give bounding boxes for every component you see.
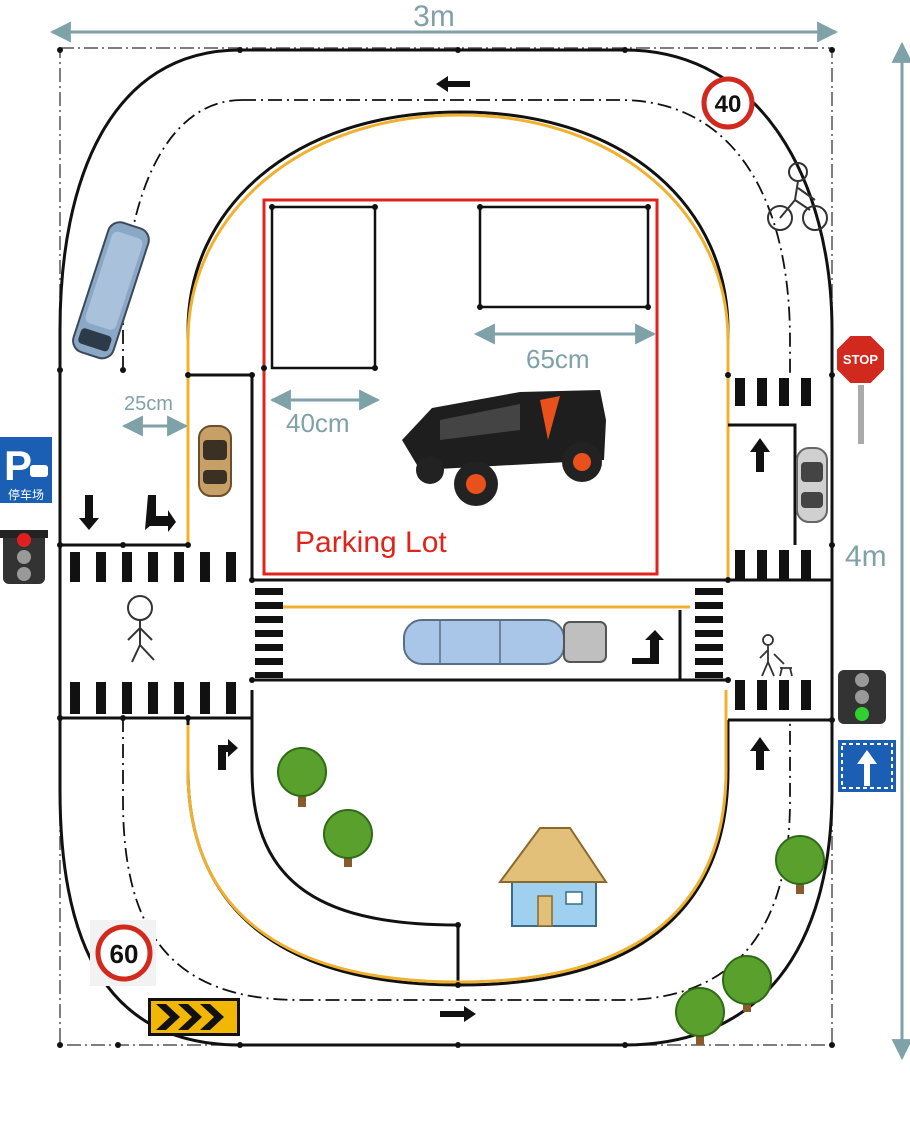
parking-sign-chinese: 停车场 bbox=[8, 487, 44, 502]
parking-sign: P 停车场 bbox=[0, 437, 52, 503]
width-label: 3m bbox=[413, 0, 455, 33]
speed-limit-60-sign: 60 bbox=[90, 920, 156, 986]
parking-sign-letter: P bbox=[4, 442, 32, 489]
parking-lot-label: Parking Lot bbox=[295, 526, 447, 559]
one-way-sign bbox=[838, 740, 896, 792]
svg-text:40: 40 bbox=[715, 91, 742, 118]
slot-width-label: 40cm bbox=[286, 408, 350, 438]
lane-width-label: 25cm bbox=[124, 393, 173, 415]
speed-limit-40-sign: 40 bbox=[704, 79, 752, 127]
truck-icon bbox=[404, 620, 606, 664]
car-icon bbox=[797, 448, 827, 522]
svg-text:60: 60 bbox=[110, 939, 139, 969]
slot-length-label: 65cm bbox=[526, 344, 590, 374]
traffic-light-icon bbox=[838, 670, 886, 724]
chevron-warning-sign bbox=[148, 998, 240, 1036]
svg-text:STOP: STOP bbox=[843, 352, 878, 367]
car-icon bbox=[199, 426, 231, 496]
height-label: 4m bbox=[845, 540, 887, 573]
traffic-light-icon bbox=[0, 530, 48, 584]
